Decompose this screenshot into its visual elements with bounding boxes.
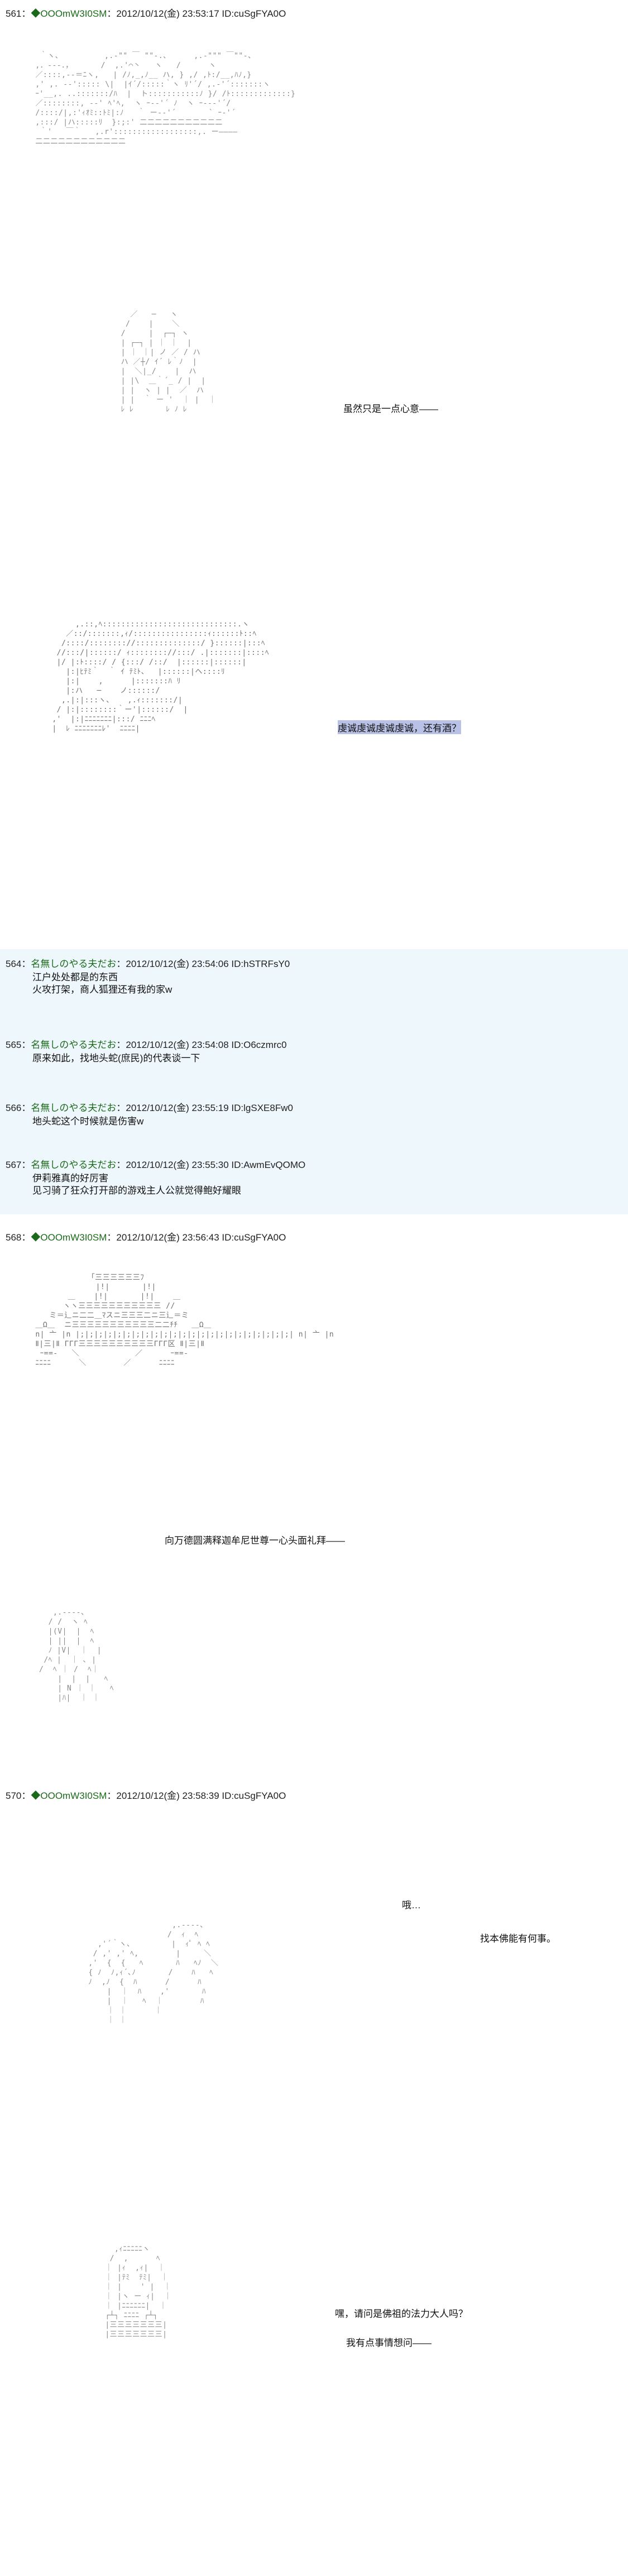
ascii-art: ,.-‐‐-、 / ｨ ﾍ ,'´｀ヽ、 | ｨﾟ ﾍ ﾍ / ,' ,' ﾍ,… bbox=[88, 1921, 219, 2024]
post-body-line: 火攻打架，商人狐狸还有我的家w bbox=[32, 984, 172, 995]
post-body-line: 见习骑了狂众打开部的游戏主人公就觉得鲍好耀眼 bbox=[32, 1185, 241, 1196]
post-body-line: 地头蛇这个时候就是伤害w bbox=[32, 1116, 144, 1127]
post-body-line: 江户处处都是的东西 bbox=[32, 972, 118, 983]
post-header: 567：名無しのやる夫だお：2012/10/12(金) 23:55:30 ID:… bbox=[6, 1160, 306, 1170]
poster-name[interactable]: 名無しのやる夫だお bbox=[31, 1103, 117, 1113]
ascii-art: ｢三三三三三三ﾌ |!| |!| ＿ |!| |!| ＿ ヽヽ三三三三三三三三三… bbox=[35, 1273, 334, 1367]
dialogue-line: 嘿，请问是佛祖的法力大人吗？ bbox=[335, 2309, 468, 2319]
ascii-art: ,.-‐‐-、 / / ヽ ﾍ |(V| | ﾍ | || | ﾍ ﾉ |V| … bbox=[39, 1608, 114, 1702]
poster-name[interactable]: 名無しのやる夫だお bbox=[31, 1160, 117, 1170]
dialogue-line: 哦… bbox=[402, 1900, 421, 1911]
dialogue-line: 我有点事情想问―― bbox=[346, 2338, 432, 2348]
dialogue-line: 找本佛能有何事。 bbox=[480, 1933, 556, 1944]
poster-name[interactable]: 名無しのやる夫だお bbox=[31, 959, 117, 969]
ascii-art: ,ｨﾆﾆﾆﾆﾆヽ / , ﾍ ｜ |ｨ ,ｨ| ｜ ｜ |ﾃﾐ ﾃﾐ| ｜ ｜ … bbox=[105, 2245, 172, 2339]
ascii-art: ／ ─ ヽ / | ＼ / | ┌─┐ ヽ | ┌─┐ | ｜ ｜ | | ｜ … bbox=[121, 310, 217, 414]
post-header: 566：名無しのやる夫だお：2012/10/12(金) 23:55:19 ID:… bbox=[6, 1103, 293, 1113]
poster-name[interactable]: ◆OOOmW3I0SM bbox=[31, 1790, 107, 1801]
post-header: 561：◆OOOmW3I0SM：2012/10/12(金) 23:53:17 I… bbox=[6, 8, 286, 19]
dialogue-line: 虔诚虔诚虔诚虔诚，还有酒？ bbox=[338, 720, 461, 734]
post-body-line: 原来如此，找地头蛇(庶民)的代表谈一下 bbox=[32, 1053, 200, 1064]
post-header: 565：名無しのやる夫だお：2012/10/12(金) 23:54:08 ID:… bbox=[6, 1040, 287, 1050]
post-body-line: 伊莉雅真的好厉害 bbox=[32, 1173, 108, 1184]
dialogue-line: 向万德圆满释迦牟尼世尊一心头面礼拜―― bbox=[165, 1535, 345, 1546]
post-header: 564：名無しのやる夫だお：2012/10/12(金) 23:54:06 ID:… bbox=[6, 959, 290, 969]
dialogue-line: 虽然只是一点心意―― bbox=[343, 404, 438, 414]
poster-name[interactable]: 名無しのやる夫だお bbox=[31, 1040, 117, 1050]
poster-name[interactable]: ◆OOOmW3I0SM bbox=[31, 1232, 107, 1243]
post-header: 570：◆OOOmW3I0SM：2012/10/12(金) 23:58:39 I… bbox=[6, 1790, 286, 1801]
ascii-art: ,.::,ﾍ:::::::::::::::::::::::::::::.ヽ ／:… bbox=[52, 620, 270, 733]
poster-name[interactable]: ◆OOOmW3I0SM bbox=[31, 8, 107, 19]
replies-band bbox=[0, 949, 628, 1214]
ascii-art: ｀ヽ、 ,.-"" ￣ ""-.、 ,.-""" ￣""-、 ,．-‐-．， /… bbox=[35, 52, 296, 146]
post-header: 568：◆OOOmW3I0SM：2012/10/12(金) 23:56:43 I… bbox=[6, 1232, 286, 1243]
